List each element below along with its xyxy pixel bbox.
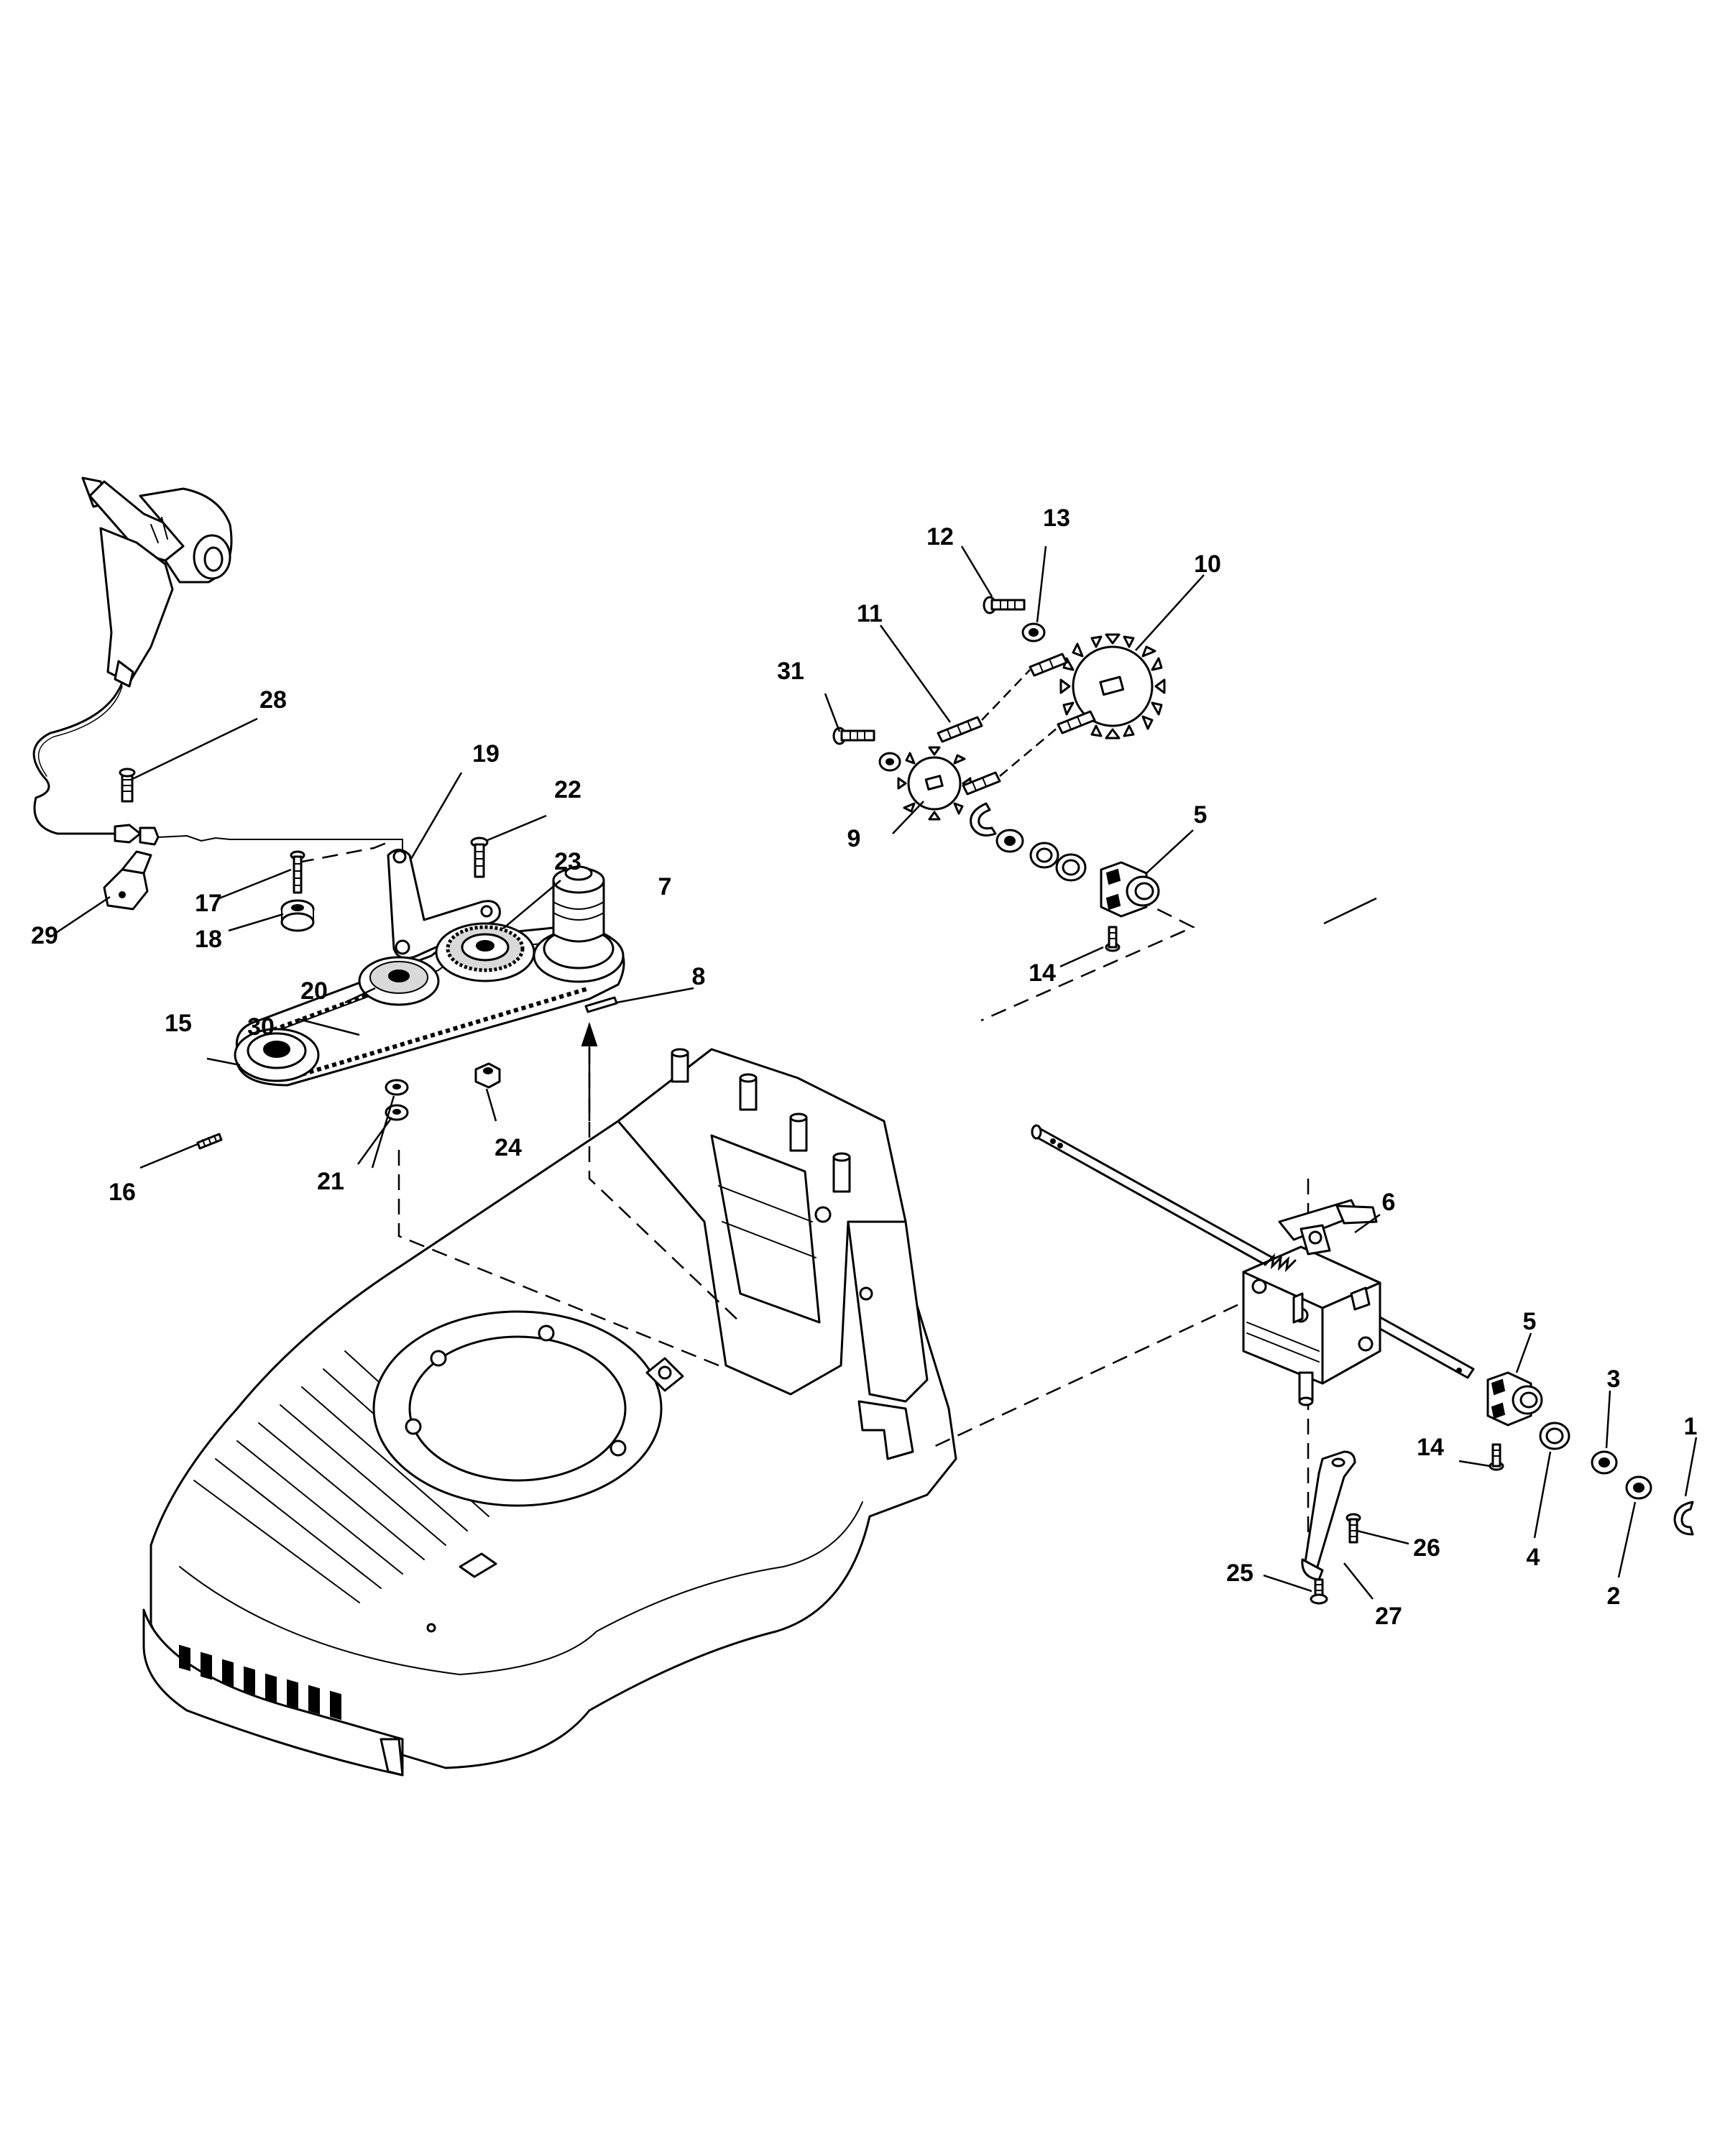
callout-6: 6: [1382, 1189, 1396, 1216]
leader-lines: [53, 545, 1698, 1600]
part-5-bearing-housing-upper: [1100, 861, 1160, 918]
callout-20: 20: [300, 977, 328, 1005]
callout-27: 27: [1375, 1603, 1402, 1630]
callout-8: 8: [692, 963, 706, 990]
part-22-bolt: [470, 837, 489, 878]
engine-mount-ring: [372, 1310, 684, 1507]
callout-31: 31: [777, 658, 804, 685]
callout-9: 9: [847, 825, 861, 852]
callout-19: 19: [472, 740, 500, 768]
callout-23: 23: [554, 848, 581, 875]
chain-drive-assembly: [832, 596, 1166, 821]
callout-4: 4: [1527, 1544, 1540, 1571]
assembly-arrow: [581, 1021, 598, 1121]
callout-2: 2: [1607, 1583, 1621, 1610]
control-cable: [32, 681, 403, 856]
part-9-small-sprocket: [897, 746, 972, 821]
part-15-pulley: [234, 1028, 320, 1082]
mower-deck: [142, 1048, 957, 1777]
part-12-bolt: [983, 596, 1026, 614]
deck-rear-housing: [617, 1048, 929, 1403]
part-6-gearbox-assembly: [1031, 1124, 1475, 1406]
part-24-nut: [474, 1062, 501, 1089]
part-28-screw: [119, 768, 136, 803]
callout-3: 3: [1607, 1365, 1621, 1393]
part-18-spacer: [280, 899, 315, 932]
drive-control-lever: [81, 476, 233, 688]
callout-12: 12: [926, 523, 954, 550]
callout-15: 15: [165, 1010, 192, 1037]
callout-13: 13: [1043, 505, 1070, 532]
callout-labels: 1 2 3 4 5 5 6 7 8 9 10 11 12 13 14 14 15…: [31, 505, 1697, 1630]
part-20-idler-pulley: [358, 956, 440, 1006]
callout-14-upper: 14: [1029, 959, 1056, 987]
part-7-engine-pulley: [533, 865, 625, 983]
part-11-chain: [937, 653, 1096, 796]
part-26-screw: [1346, 1513, 1361, 1544]
part-21-washers: [385, 1079, 409, 1121]
part-8-key: [584, 996, 618, 1013]
callout-5-upper: 5: [1194, 801, 1208, 829]
belt-drive-assembly: [234, 865, 625, 1087]
part-31-bolt: [832, 727, 875, 745]
callout-18: 18: [195, 926, 222, 953]
part-16-pin: [196, 1133, 223, 1150]
shaft-bushing-set-upper: [970, 802, 1087, 882]
deck-posts: [671, 1048, 851, 1193]
deck-skirt-ribs: [179, 1644, 341, 1720]
callout-7: 7: [658, 873, 672, 900]
callout-28: 28: [259, 686, 287, 714]
part-27-bracket: [1301, 1450, 1356, 1581]
callout-26: 26: [1413, 1534, 1440, 1562]
part-5-bearing-housing-lower: [1486, 1371, 1543, 1427]
part-25-screw: [1310, 1578, 1328, 1605]
part-10-large-sprocket: [1059, 633, 1166, 740]
callout-16: 16: [109, 1179, 136, 1206]
callout-14-lower: 14: [1417, 1434, 1444, 1461]
callout-10: 10: [1194, 550, 1221, 578]
part-4-bushing: [1539, 1422, 1570, 1450]
callout-22: 22: [554, 776, 581, 803]
part-14-screw-lower: [1489, 1443, 1504, 1471]
part-17-bolt: [290, 850, 305, 894]
callout-1: 1: [1684, 1413, 1698, 1440]
callout-17: 17: [195, 890, 222, 917]
part-14-screw-upper: [1105, 926, 1121, 952]
callout-21: 21: [317, 1168, 344, 1195]
part-13-washer: [1021, 622, 1046, 642]
deck-top-ribs: [193, 1350, 511, 1603]
callout-30: 30: [247, 1013, 275, 1041]
callout-24: 24: [494, 1134, 522, 1161]
callout-25: 25: [1226, 1560, 1254, 1587]
part-2-washer: [1625, 1475, 1652, 1500]
part-3-washer: [1591, 1450, 1618, 1475]
callout-11: 11: [857, 600, 883, 627]
part-23-toothed-pulley: [435, 922, 535, 982]
callout-29: 29: [31, 922, 58, 949]
part-1-circlip: [1673, 1501, 1694, 1536]
part-29-cable-bracket: [103, 850, 152, 911]
part-31-washer: [878, 752, 901, 772]
callout-5-lower: 5: [1523, 1308, 1537, 1335]
